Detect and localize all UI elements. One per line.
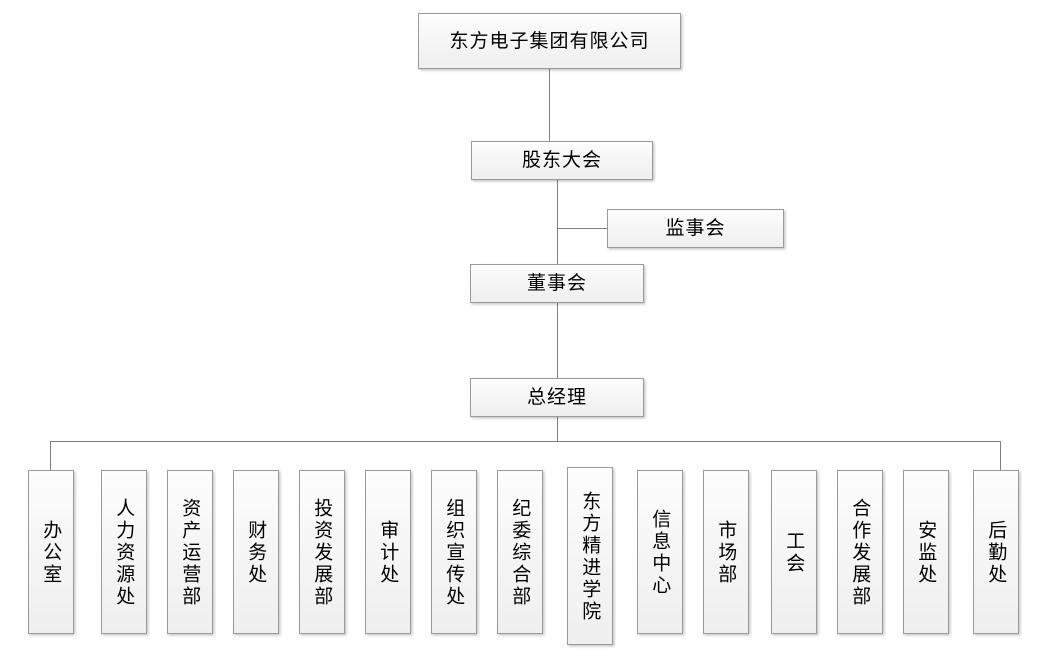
dept-investment[interactable]: 投资发展部 [299, 470, 345, 634]
node-general-manager-label: 总经理 [526, 386, 587, 409]
connector-bus-to-last-department [1000, 441, 1001, 470]
dept-hr-label: 人力资源处 [113, 498, 136, 608]
dept-office-label: 办公室 [40, 520, 63, 586]
node-board-of-directors[interactable]: 董事会 [470, 264, 644, 303]
dept-audit-label: 审计处 [377, 520, 400, 586]
node-company-label: 东方电子集团有限公司 [449, 29, 650, 52]
node-board-of-directors-label: 董事会 [526, 272, 587, 295]
node-board-of-supervisors[interactable]: 监事会 [607, 209, 784, 248]
dept-logistics-label: 后勤处 [985, 520, 1008, 586]
node-shareholders-meeting-label: 股东大会 [521, 149, 602, 172]
dept-audit[interactable]: 审计处 [365, 470, 411, 634]
dept-hr[interactable]: 人力资源处 [101, 470, 147, 634]
dept-logistics[interactable]: 后勤处 [973, 470, 1019, 634]
department-bus-line [50, 441, 1000, 442]
dept-propaganda-label: 组织宣传处 [443, 498, 466, 608]
dept-marketing[interactable]: 市场部 [703, 470, 749, 634]
dept-safety[interactable]: 安监处 [903, 470, 949, 634]
dept-info-center[interactable]: 信息中心 [637, 470, 683, 634]
dept-info-center-label: 信息中心 [649, 509, 672, 597]
dept-office[interactable]: 办公室 [28, 470, 74, 634]
dept-asset-label: 资产运营部 [179, 498, 202, 608]
node-shareholders-meeting[interactable]: 股东大会 [471, 141, 653, 180]
dept-cooperation-label: 合作发展部 [849, 498, 872, 608]
dept-finance[interactable]: 财务处 [233, 470, 279, 634]
connector-directors-to-gm [557, 303, 558, 378]
dept-union[interactable]: 工会 [771, 470, 817, 634]
dept-asset[interactable]: 资产运营部 [167, 470, 213, 634]
dept-academy[interactable]: 东方精进学院 [567, 467, 613, 645]
connector-company-to-shareholders [549, 69, 550, 141]
dept-finance-label: 财务处 [245, 520, 268, 586]
node-general-manager[interactable]: 总经理 [470, 378, 644, 417]
connector-shareholders-to-directors [557, 180, 558, 264]
dept-safety-label: 安监处 [915, 520, 938, 586]
dept-discipline-label: 纪委综合部 [509, 498, 532, 608]
connector-bus-to-first-department [50, 441, 51, 470]
node-company[interactable]: 东方电子集团有限公司 [418, 13, 681, 69]
connector-gm-to-bus [557, 417, 558, 441]
dept-academy-label: 东方精进学院 [579, 491, 602, 623]
dept-union-label: 工会 [783, 531, 806, 575]
dept-investment-label: 投资发展部 [311, 498, 334, 608]
dept-propaganda[interactable]: 组织宣传处 [431, 470, 477, 634]
dept-marketing-label: 市场部 [715, 520, 738, 586]
dept-cooperation[interactable]: 合作发展部 [837, 470, 883, 634]
connector-shareholders-to-supervisors [557, 228, 607, 229]
node-board-of-supervisors-label: 监事会 [665, 217, 726, 240]
dept-discipline[interactable]: 纪委综合部 [497, 470, 543, 634]
